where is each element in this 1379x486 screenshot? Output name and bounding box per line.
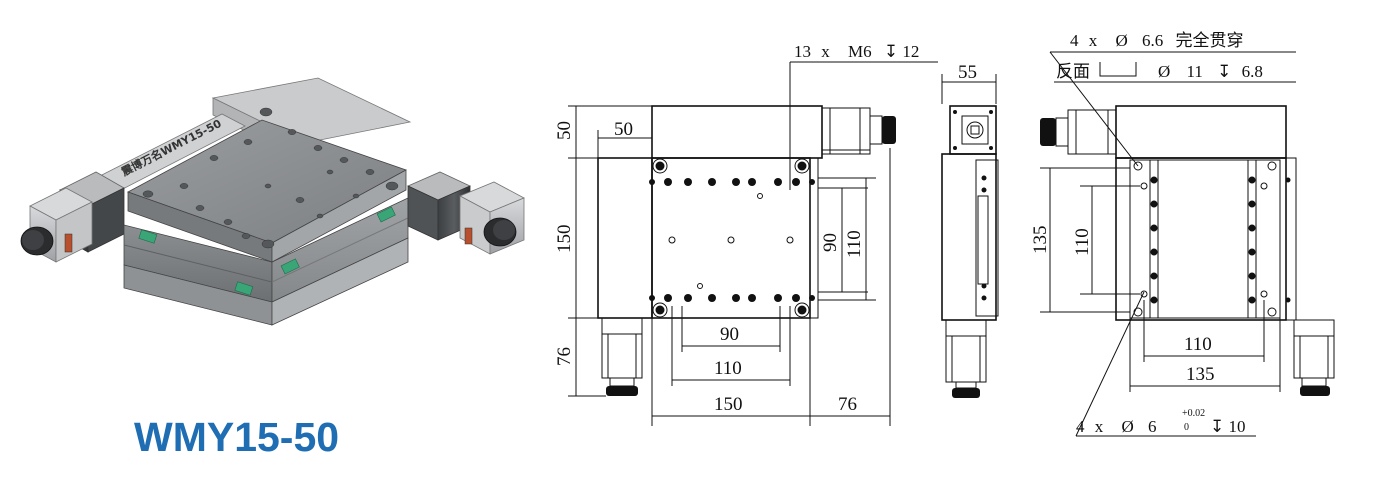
bottom-view-body [1040,105,1335,396]
limit-sensors [138,206,396,296]
through-size: 6.6 [1142,31,1163,50]
motor-label-left [64,233,73,253]
dim-height: 150 [554,225,575,254]
svg-text:13 x M6: 13 x M6 ↧ 12 [794,42,919,61]
thread-callout: 13 x M6 ↧ 12 [794,42,919,61]
pin-x: x [1095,417,1104,436]
dim-side-width: 55 [958,62,977,83]
counterbore-depth-symbol: ↧ [1217,62,1231,81]
counterbore-side: 反面 [1056,62,1090,82]
dim-bottom-vertical-110: 110 [1072,228,1093,256]
counterbore-callout: 反面 Ø 11 ↧ 6.8 [1056,62,1263,82]
product-model-title: WMY15-50 [134,414,340,460]
dim-motor-length: 76 [554,347,575,366]
front-lower-motor [601,317,643,396]
front-dimension-lines [568,61,938,426]
main-stage-block [123,107,409,326]
svg-text:4 x Ø: 4 x Ø 6.6 完全贯穿 [1070,31,1244,51]
dim-hole-spacing-90: 90 [720,324,739,345]
dim-vertical-90: 90 [820,233,841,252]
svg-text:Ø 11 ↧: Ø 11 ↧ 6.8 [1158,62,1263,81]
pin-hole-callout: 4 x Ø 6 +0.02 0 ↧ 10 [1076,408,1246,436]
pin-depth-symbol: ↧ [1210,417,1224,436]
thread-depth: 12 [902,42,919,61]
through-x: x [1089,31,1098,50]
thread-spec: M6 [848,42,872,61]
dim-left-offset: 50 [614,119,633,140]
product-isometric-render: 震博万名WMY15-50 [20,77,525,326]
dim-top-offset: 50 [554,121,575,140]
pin-size: 6 [1148,417,1157,436]
dim-vertical-110: 110 [844,230,865,258]
thread-count: 13 [794,42,811,61]
left-stepper-motor [20,171,125,263]
counterbore-dia-symbol: Ø [1158,62,1170,81]
through-desc: 完全贯穿 [1176,31,1244,51]
through-count: 4 [1070,31,1079,50]
right-stepper-motor [407,171,525,255]
front-plate-holes [649,158,815,318]
pin-tolerance-upper: +0.02 [1182,408,1205,419]
pin-tolerance-lower: 0 [1184,422,1189,433]
through-hole-callout: 4 x Ø 6.6 完全贯穿 [1070,31,1244,51]
svg-text:反面: 反面 [1056,62,1090,82]
dim-motor-length-right: 76 [838,394,857,415]
bottom-dimension-lines [1040,51,1296,437]
dim-bottom-height-135: 135 [1030,226,1051,255]
pin-dia-symbol: Ø [1122,417,1134,436]
counterbore-size: 11 [1187,62,1203,81]
counterbore-symbol [1099,62,1137,77]
dim-width: 150 [714,394,743,415]
dim-hole-spacing-110: 110 [714,358,742,379]
pin-count: 4 [1076,417,1085,436]
depth-symbol: ↧ [884,42,898,61]
bottom-view-holes [1133,161,1291,317]
motor-label-right [464,227,473,245]
diameter-symbol: Ø [1116,31,1128,50]
dim-bottom-horizontal-110: 110 [1184,334,1212,355]
thread-x: x [821,42,830,61]
svg-text:↧ 10: ↧ 10 [1210,417,1246,436]
svg-text:4 x Ø: 4 x Ø 6 [1076,417,1157,436]
side-view-body [941,74,999,398]
counterbore-depth: 6.8 [1242,62,1263,81]
dim-bottom-horizontal-135: 135 [1186,364,1215,385]
pin-depth: 10 [1229,417,1246,436]
